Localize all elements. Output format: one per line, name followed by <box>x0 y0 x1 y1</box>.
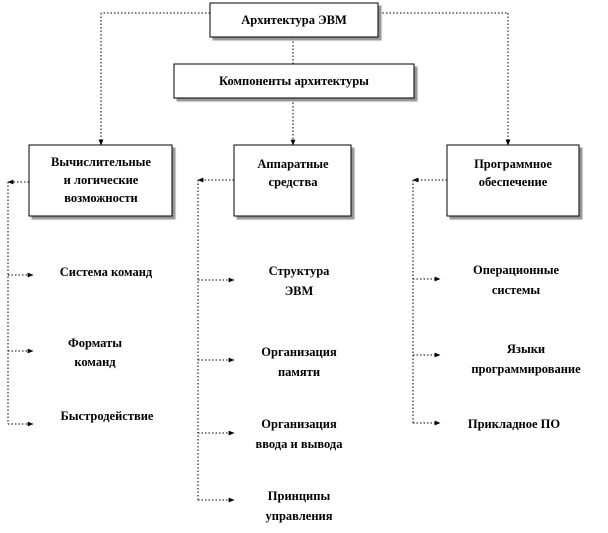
leaf-label-line: Организация <box>261 345 337 359</box>
branch-node-hardware: Аппаратные средства <box>233 144 352 217</box>
leaf-label-line: Структура <box>269 264 331 278</box>
leaf-label-line: Система команд <box>60 265 153 279</box>
leaf-left-1: Система команд <box>60 265 153 279</box>
leaf-right-1: Операционные системы <box>473 263 559 297</box>
connectors <box>7 12 511 503</box>
subtitle-node: Компоненты архитектуры <box>173 63 415 99</box>
branch-label-line: Программное <box>474 157 552 171</box>
leaf-label-line: команд <box>74 355 116 369</box>
branch-label-line: Вычислительные <box>51 155 151 169</box>
leaf-label-line: Организация <box>261 417 337 431</box>
leaf-label-line: памяти <box>278 365 320 379</box>
leaf-right-3: Прикладное ПО <box>468 417 561 431</box>
branch-node-computational: Вычислительные и логические возможности <box>28 144 173 217</box>
leaf-label-line: Прикладное ПО <box>468 417 561 431</box>
leaf-left-2: Форматы команд <box>68 336 122 369</box>
leaf-label-line: Быстродействие <box>61 409 154 423</box>
leaf-label-line: Языки <box>507 342 545 356</box>
root-label: Архитектура ЭВМ <box>241 13 347 27</box>
subtitle-label: Компоненты архитектуры <box>219 74 369 88</box>
branch-label-line: обеспечение <box>479 175 548 189</box>
leaf-label-line: Форматы <box>68 336 122 350</box>
leaf-mid-2: Организация памяти <box>261 345 337 379</box>
leaf-right-2: Языки программирование <box>471 342 581 376</box>
leaf-label-line: программирование <box>471 362 581 376</box>
leaf-label-line: управления <box>266 509 333 523</box>
branch-label-line: и логические <box>64 173 139 187</box>
leaf-mid-1: Структура ЭВМ <box>269 264 331 298</box>
leaf-left-3: Быстродействие <box>61 409 154 423</box>
branch-label-line: возможности <box>64 191 137 205</box>
root-node: Архитектура ЭВМ <box>209 2 379 38</box>
branch-label-line: Аппаратные <box>257 157 329 171</box>
leaf-label-line: ЭВМ <box>285 284 314 298</box>
leaf-mid-3: Организация ввода и вывода <box>256 417 344 451</box>
branch-label-line: средства <box>269 175 319 189</box>
leaf-label-line: ввода и вывода <box>256 437 344 451</box>
leaf-mid-4: Принципы управления <box>266 489 333 523</box>
branch-node-software: Программное обеспечение <box>446 144 580 217</box>
leaf-label-line: Операционные <box>473 263 559 277</box>
leaf-label-line: Принципы <box>268 489 331 503</box>
leaf-label-line: системы <box>492 283 541 297</box>
